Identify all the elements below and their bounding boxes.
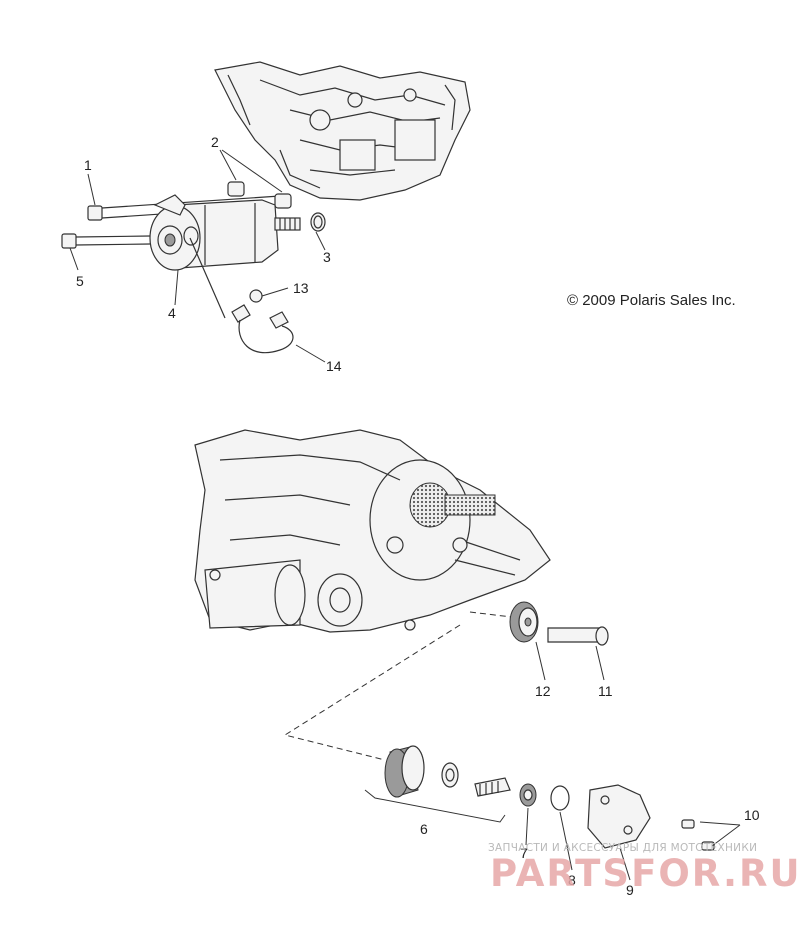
cover-9 (587, 784, 651, 849)
bolt-5 (61, 233, 151, 249)
callout-6: 6 (420, 821, 428, 837)
callout-3: 3 (323, 249, 331, 265)
bolts-10 (681, 819, 715, 851)
callout-14: 14 (326, 358, 342, 374)
callout-9: 9 (626, 882, 634, 898)
lower-engine-casing (194, 429, 551, 633)
watermark-logo: PARTSFOR.RU (490, 852, 800, 895)
callout-2: 2 (211, 134, 219, 150)
o-ring-8 (550, 785, 570, 811)
sleeves-2 (227, 181, 292, 209)
callout-7: 7 (520, 845, 528, 861)
callout-12: 12 (535, 683, 551, 699)
callout-8: 8 (568, 872, 576, 888)
o-ring-3 (310, 212, 326, 232)
watermark-tagline: ЗАПЧАСТИ И АКСЕССУАРЫ ДЛЯ МОТОТЕХНИКИ (488, 842, 758, 854)
gear-12 (509, 601, 539, 643)
shaft-11 (547, 626, 609, 646)
callout-4: 4 (168, 305, 176, 321)
callout-1: 1 (84, 157, 92, 173)
cable-14 (189, 237, 294, 354)
copyright-text: © 2009 Polaris Sales Inc. (567, 292, 736, 309)
callout-11: 11 (598, 683, 613, 699)
callout-13: 13 (293, 280, 309, 296)
callout-5: 5 (76, 273, 84, 289)
upper-engine-casing (214, 61, 471, 201)
starter-drive-6 (384, 745, 511, 798)
callout-10: 10 (744, 807, 760, 823)
starter-motor-4 (149, 194, 301, 271)
